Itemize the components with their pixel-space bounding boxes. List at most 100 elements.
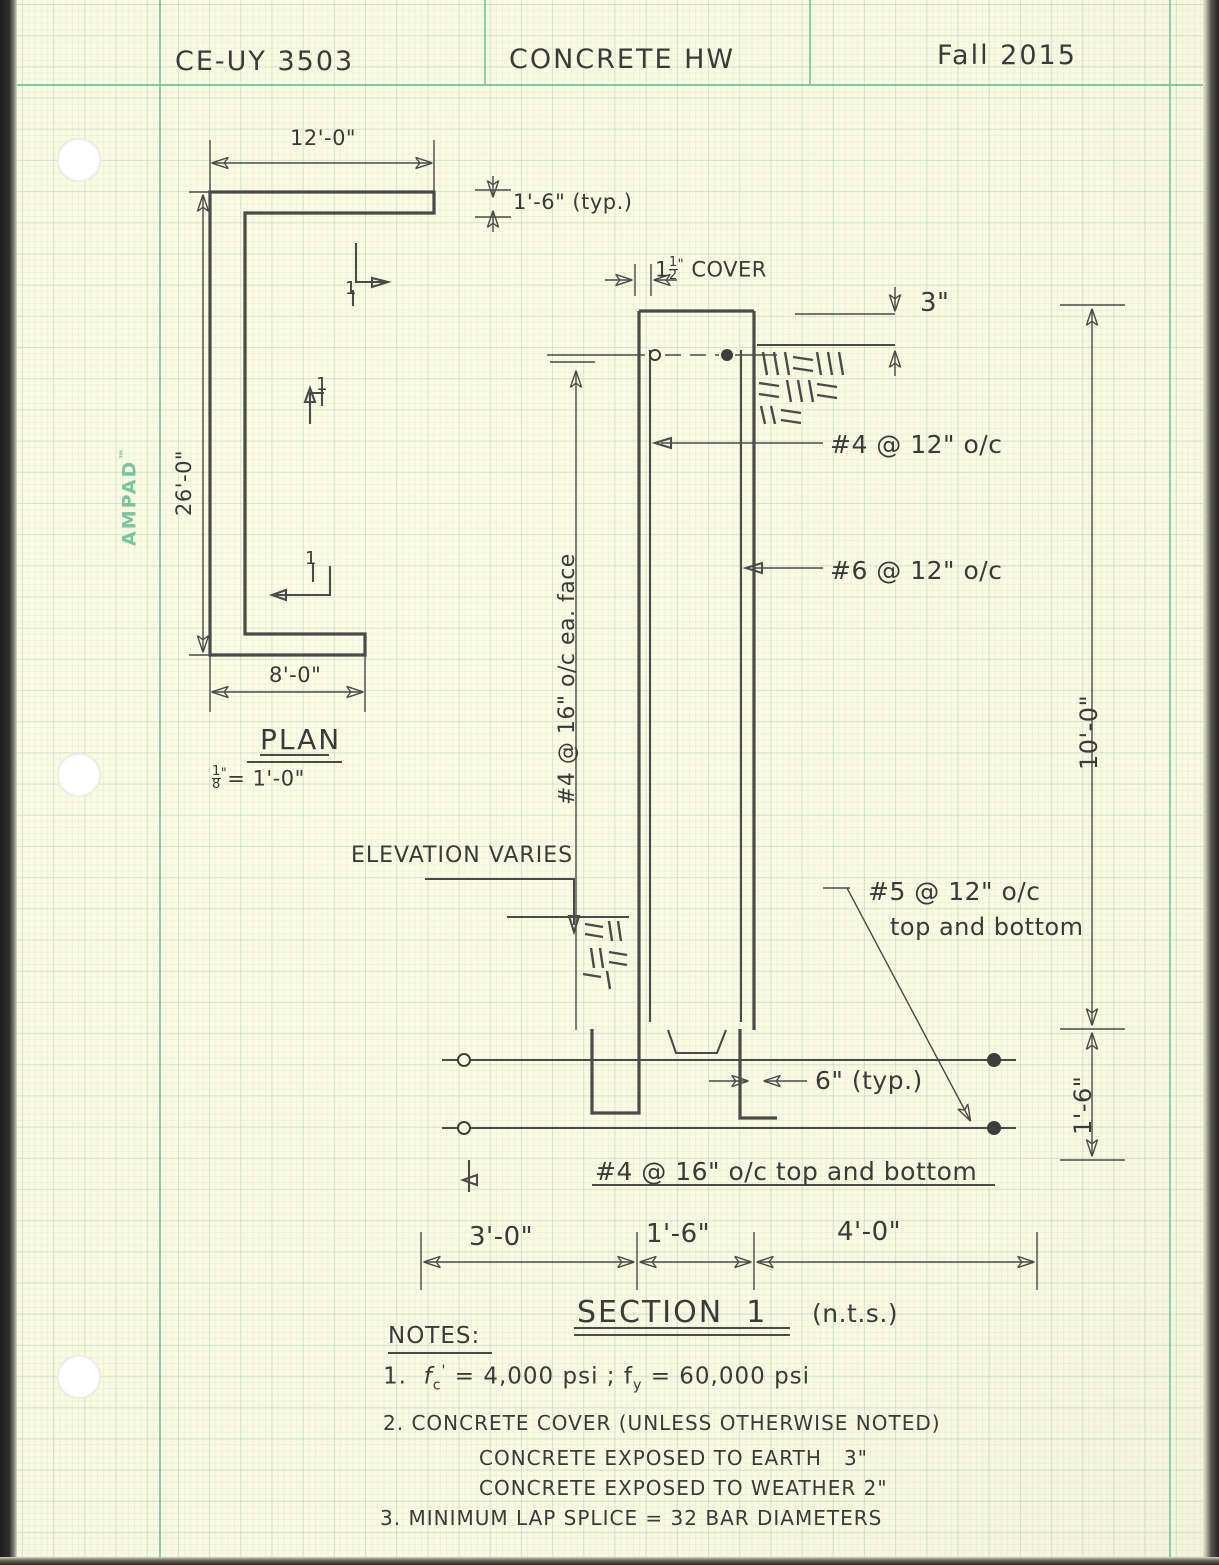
plan-bottom-dimension-label: 8'-0" [269, 663, 322, 687]
cover-word: COVER [691, 257, 767, 282]
plan-bottom-dimension [209, 652, 366, 712]
cover-dimension [605, 264, 677, 296]
footing-transverse-bars-label-2: top and bottom [890, 913, 1084, 941]
footing-rebar-bottom-left [457, 1121, 471, 1135]
plan-scale-denominator: 8 [212, 776, 221, 792]
footing-transverse-bars-label: #5 @ 12" o/c [868, 877, 1041, 906]
grade-line [757, 343, 895, 425]
note-2-number: 2. [383, 1411, 405, 1435]
plan-scale-equals: = 1'-0" [227, 766, 305, 791]
section-footing [442, 1029, 1016, 1135]
footing-thickness-dimension-label: 1'-6" [1069, 1075, 1097, 1135]
section-right-dimensions [1060, 304, 1125, 1161]
cover-value: 1 [655, 257, 669, 282]
plan-section-mark-label-top: 1 [345, 278, 357, 299]
scan-edge-left [0, 0, 17, 1565]
margin-rule-right [1169, 0, 1171, 1557]
leader-wall-vertical-bars [742, 561, 823, 575]
footing-rebar-bottom-right [987, 1121, 1001, 1135]
margin-rule [159, 84, 161, 1557]
header-rule-mid [484, 0, 486, 84]
note-2-sub-b-value: 2" [863, 1476, 888, 1500]
note-2-text: CONCRETE COVER (UNLESS OTHERWISE NOTED) [411, 1411, 941, 1435]
plan-section-mark-bottom [268, 563, 332, 602]
punch-hole-bottom [57, 1355, 101, 1399]
header-course: CE-UY 3503 [175, 46, 355, 77]
header-rule-left [159, 0, 161, 84]
cover-frac-num: 1 [668, 255, 678, 270]
header-assignment: CONCRETE HW [509, 44, 736, 75]
footing-rebar-top-left [457, 1053, 471, 1067]
plan-thickness-dimension [475, 176, 511, 232]
note-3-text: MINIMUM LAP SPLICE = 32 BAR DIAMETERS [408, 1506, 883, 1530]
note-item-3: 3. MINIMUM LAP SPLICE = 32 BAR DIAMETERS [380, 1506, 882, 1530]
plan-section-mark-top [351, 243, 392, 306]
footing-rebar-top-right [987, 1053, 1001, 1067]
stem-dimension-label: 1'-6" [646, 1219, 711, 1249]
footing-longitudinal-bars-label: #4 @ 16" o/c top and bottom [595, 1157, 978, 1186]
notes-heading: NOTES: [388, 1323, 481, 1349]
plan-section-mark-middle [303, 384, 324, 424]
note-2-sub-b-text: CONCRETE EXPOSED TO WEATHER [479, 1476, 857, 1500]
plan-left-dimension-label: 26'-0" [172, 449, 196, 516]
scan-edge-right [1203, 0, 1219, 1565]
plan-thickness-label: 1'-6" (typ.) [513, 190, 633, 214]
plan-top-dimension-label: 12'-0" [290, 126, 357, 150]
note-item-1: 1. fc' = 4,000 psi ; fy = 60,000 psi [383, 1363, 810, 1393]
note-1-fc-prime: ' [441, 1363, 447, 1379]
section-title-number: 1 [746, 1295, 768, 1330]
section-bottom-dimensions [420, 1232, 1038, 1290]
leader-wall-horizontal-bars [651, 436, 823, 450]
section-title-scale: (n.t.s.) [812, 1299, 899, 1328]
plan-left-dimension [189, 191, 217, 656]
plan-section-mark-label-bottom: 1 [305, 548, 317, 569]
section-title: SECTION 1 [577, 1295, 767, 1330]
section-wall-stem [637, 309, 756, 1030]
header-term: Fall 2015 [937, 40, 1077, 71]
note-1-fc-symbol: f [423, 1363, 433, 1390]
punch-hole-top [57, 138, 101, 182]
heel-dimension-label: 3'-0" [469, 1222, 534, 1252]
rebar-dot-top-right [721, 349, 733, 361]
note-2-sub-a: CONCRETE EXPOSED TO EARTH 3" [479, 1446, 868, 1470]
plan-section-mark-label-middle: 1 [316, 374, 328, 395]
elevation-varies-label: ELEVATION VARIES [351, 843, 574, 868]
leader-footing-transverse-bars [823, 887, 970, 1120]
note-1-fy-sub: y [632, 1377, 643, 1394]
scan-edge-bottom [0, 1557, 1219, 1565]
wall-vertical-bars-label: #6 @ 12" o/c [830, 556, 1003, 585]
note-1-fc-value: = 4,000 psi ; f [446, 1363, 633, 1390]
leader-elevation-varies [425, 877, 629, 990]
note-item-2: 2. CONCRETE COVER (UNLESS OTHERWISE NOTE… [383, 1411, 941, 1435]
note-1-number: 1. [383, 1363, 407, 1390]
plan-title: PLAN [260, 723, 342, 756]
wall-height-dimension-label: 10'-0" [1075, 694, 1103, 770]
footing-cover-label: 6" (typ.) [815, 1066, 923, 1095]
plan-scale-unit: " [220, 766, 228, 782]
note-3-number: 3. [380, 1506, 402, 1530]
cover-unit: " [677, 257, 685, 273]
note-1-fc-sub: c [432, 1377, 442, 1394]
section-title-word: SECTION [577, 1295, 724, 1330]
wall-horizontal-bars-label: #4 @ 12" o/c [830, 430, 1003, 459]
rebar-dot-top-left [649, 349, 661, 361]
toe-dimension-label: 4'-0" [837, 1217, 902, 1247]
engineering-drawing [189, 140, 1125, 1355]
grade-cover-label: 3" [920, 288, 950, 318]
plan-view-geometry [208, 190, 436, 657]
header-rule-right [809, 0, 811, 84]
note-2-sub-a-text: CONCRETE EXPOSED TO EARTH [479, 1446, 822, 1470]
grade-cover-dimension [795, 287, 895, 376]
graph-paper-sheet: AMPAD™ CE-UY 3503 CONCRETE HW Fall 2015 [17, 0, 1203, 1557]
leader-each-face-bars [550, 361, 595, 1030]
note-2-sub-a-value: 3" [844, 1446, 868, 1470]
punch-hole-middle [57, 753, 101, 797]
header-rule [17, 84, 1203, 86]
cover-frac-den: 2 [668, 267, 678, 283]
plan-scale-numerator: 1 [212, 764, 221, 779]
